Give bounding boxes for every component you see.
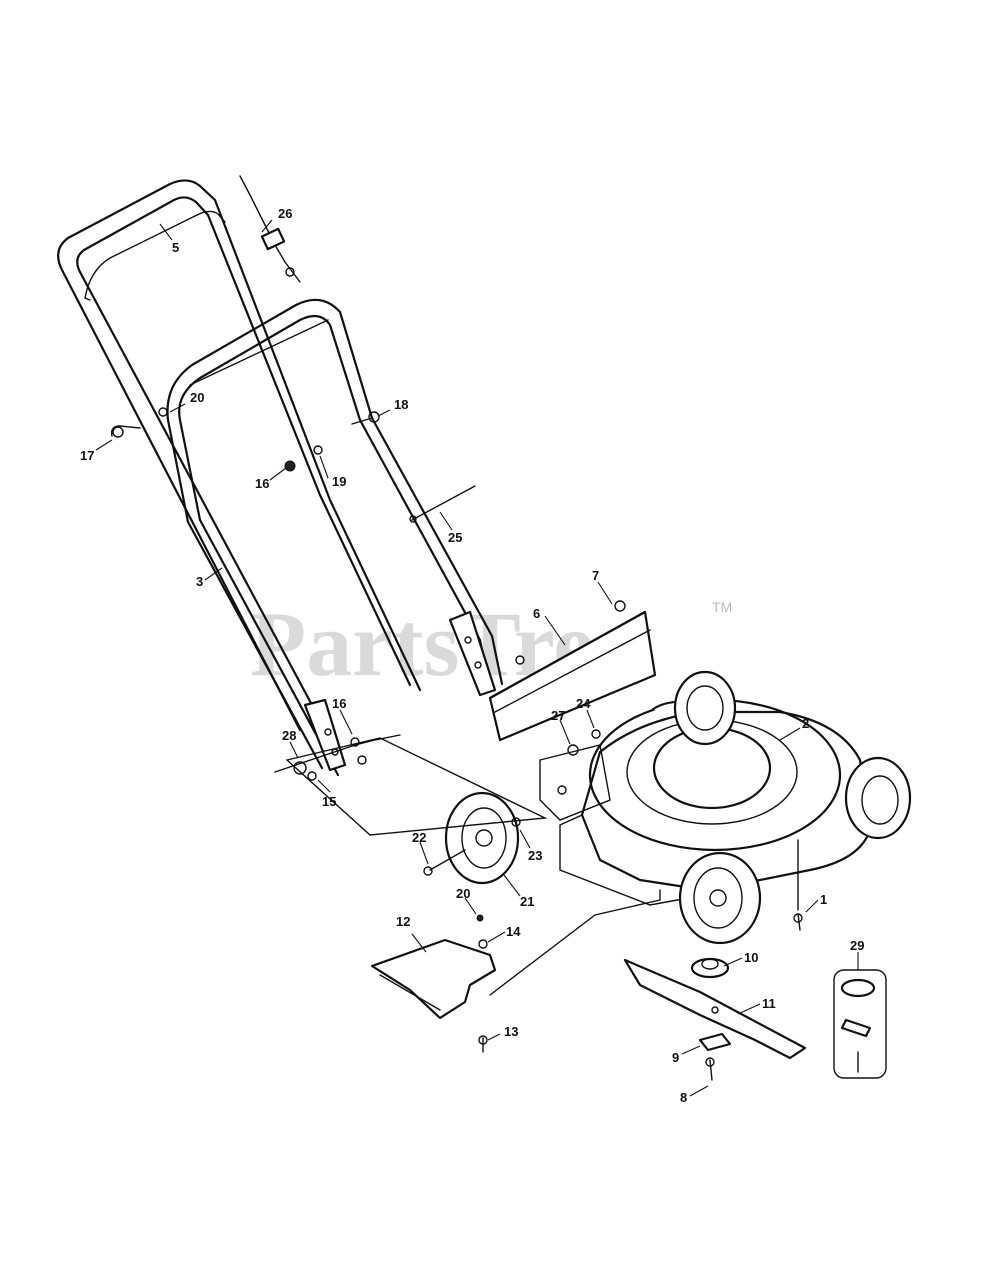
- callout-29: 29: [850, 938, 864, 953]
- control-cable: [239, 175, 301, 283]
- callout-7: 7: [592, 568, 599, 583]
- front-left-wheel: [678, 851, 762, 945]
- rod-25: [411, 485, 476, 521]
- callout-2: 2: [802, 716, 809, 731]
- callout-18: 18: [394, 397, 408, 412]
- callout-6: 6: [533, 606, 540, 621]
- upper-handle: [57, 179, 422, 732]
- reference-outline: [285, 737, 548, 836]
- callout-27: 27: [551, 708, 565, 723]
- callout-17: 17: [80, 448, 94, 463]
- leader-lines: [95, 219, 859, 1097]
- callout-1: 1: [820, 892, 827, 907]
- callout-12: 12: [396, 914, 410, 929]
- callout-19: 19: [332, 474, 346, 489]
- wheel-21: [423, 791, 521, 885]
- handle-knob-17: [110, 425, 141, 437]
- callout-15: 15: [322, 794, 336, 809]
- blade-bolt-8: [709, 1059, 713, 1081]
- rear-flap: [488, 600, 657, 742]
- callout-8: 8: [680, 1090, 687, 1105]
- handle-hardware: [110, 407, 476, 781]
- callout-20-upper: 20: [190, 390, 204, 405]
- kit-29: [833, 969, 887, 1079]
- callout-10: 10: [744, 950, 758, 965]
- callout-11: 11: [762, 996, 776, 1011]
- blade-adapter: [690, 957, 732, 1081]
- washer-27: [567, 744, 579, 756]
- callout-24: 24: [576, 696, 591, 711]
- callout-9: 9: [672, 1050, 679, 1065]
- handle-bracket-left: [303, 698, 347, 772]
- handle-bracket-right: [448, 610, 497, 697]
- callout-22: 22: [412, 830, 426, 845]
- nut-24: [591, 729, 601, 739]
- callout-16-lower: 16: [332, 696, 346, 711]
- callout-20-lower: 20: [456, 886, 470, 901]
- trademark-symbol: TM: [712, 599, 732, 615]
- callout-13: 13: [504, 1024, 518, 1039]
- callout-5: 5: [172, 240, 179, 255]
- callout-23: 23: [528, 848, 542, 863]
- rear-right-wheel: [673, 670, 737, 746]
- callout-16-upper: 16: [255, 476, 269, 491]
- blade: [623, 958, 807, 1060]
- callout-14: 14: [506, 924, 521, 939]
- blade-bell-9: [698, 1032, 732, 1052]
- handle-mount-bracket: [539, 744, 611, 821]
- callout-3: 3: [196, 574, 203, 589]
- wheel-bolt-22: [429, 849, 466, 871]
- callout-26: 26: [278, 206, 292, 221]
- lower-handle: [166, 298, 504, 777]
- front-right-wheel: [844, 756, 912, 840]
- callout-25: 25: [448, 530, 462, 545]
- side-chute: [370, 914, 497, 1020]
- callout-28: 28: [282, 728, 296, 743]
- callout-21: 21: [520, 894, 534, 909]
